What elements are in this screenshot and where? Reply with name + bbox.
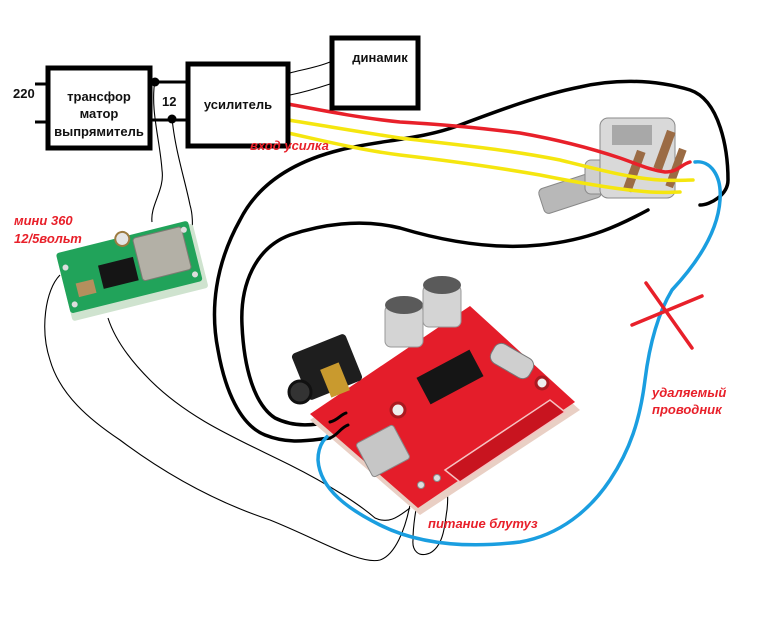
transformer-label-line3: выпрямитель <box>54 124 144 139</box>
signal-wire-yellow-2 <box>286 131 682 195</box>
converter-pad-3 <box>180 226 187 233</box>
bt-mount-hole-2 <box>534 375 550 391</box>
wire-converter-out-a <box>44 274 422 562</box>
transformer-label-line2: матор <box>80 106 119 121</box>
bluetooth-board <box>287 276 580 515</box>
converter-capacitor <box>75 279 97 298</box>
cross-line-2 <box>630 294 704 327</box>
mini360-converter <box>56 221 208 321</box>
bt-usb-port <box>356 424 410 478</box>
bt-jack-bracket <box>320 362 350 398</box>
wire-12v-to-converter-a <box>151 79 163 223</box>
bt-capacitor-2-top <box>423 276 461 294</box>
ground-wire-inner <box>240 208 650 427</box>
pot-lug-1 <box>622 149 646 193</box>
bt-pcb <box>310 306 575 508</box>
dc-voltage-label: 12 <box>162 94 176 109</box>
junction-dot-bottom <box>167 114 177 124</box>
cross-line-1 <box>644 281 694 350</box>
ground-wires <box>212 79 730 443</box>
cross-mark <box>630 281 704 350</box>
removed-wire-annotation-line2: проводник <box>652 402 723 417</box>
transformer-label-line1: трансфор <box>67 89 131 104</box>
transformer-block <box>45 65 153 151</box>
amp-input-annotation: вход усилка <box>250 138 329 153</box>
bt-mount-hole-1 <box>389 401 407 419</box>
converter-trimmer <box>114 230 131 247</box>
bt-antenna-area <box>443 399 567 483</box>
bt-ground-lead-2 <box>328 411 348 424</box>
signal-wire-yellow-1 <box>286 118 695 183</box>
junction-dot-top <box>150 77 160 87</box>
thin-wires <box>44 61 449 562</box>
converter-annotation-line2: 12/5вольт <box>14 231 82 246</box>
bt-crystal <box>489 342 535 380</box>
bt-ground-lead-1 <box>328 423 350 440</box>
wire-amp-to-speaker-2 <box>289 83 331 96</box>
wire-bt-pad-loop <box>412 477 449 556</box>
speaker-label: динамик <box>352 50 408 65</box>
converter-annotation-line1: мини 360 <box>14 213 73 228</box>
converter-pad-1 <box>62 264 69 271</box>
wire-amp-to-speaker-1 <box>289 61 331 74</box>
bt-bat-pad-1 <box>417 481 425 489</box>
bt-bat-pad-2 <box>433 474 441 482</box>
bt-jack-opening <box>287 379 313 405</box>
potentiometer <box>538 117 687 214</box>
signal-wires <box>286 102 695 195</box>
bt-power-annotation: питание блутуз <box>428 516 538 531</box>
block-diagram: 220 трансфор матор выпрямитель 12 усилит… <box>13 35 421 151</box>
mains-voltage-label: 220 <box>13 86 35 101</box>
annotations: вход усилка мини 360 12/5вольт удаляемый… <box>14 138 726 531</box>
amplifier-label: усилитель <box>204 97 272 112</box>
bt-ground-leads <box>328 411 350 440</box>
bt-chip <box>416 349 484 405</box>
removed-wire-blue <box>316 160 722 547</box>
converter-ic <box>97 256 139 289</box>
pot-lug-2 <box>653 129 676 171</box>
ground-wire-outer <box>212 79 730 443</box>
speaker-block <box>329 35 421 111</box>
pot-body-shade <box>612 125 652 145</box>
signal-wire-red <box>286 102 692 174</box>
amplifier-block <box>185 61 291 149</box>
removed-wire-annotation-line1: удаляемый <box>651 385 726 400</box>
wire-converter-out-b <box>107 317 411 521</box>
converter-inductor <box>132 226 192 282</box>
converter-pad-4 <box>191 271 198 278</box>
bt-capacitor-1-top <box>385 296 423 314</box>
converter-pad-2 <box>71 301 78 308</box>
